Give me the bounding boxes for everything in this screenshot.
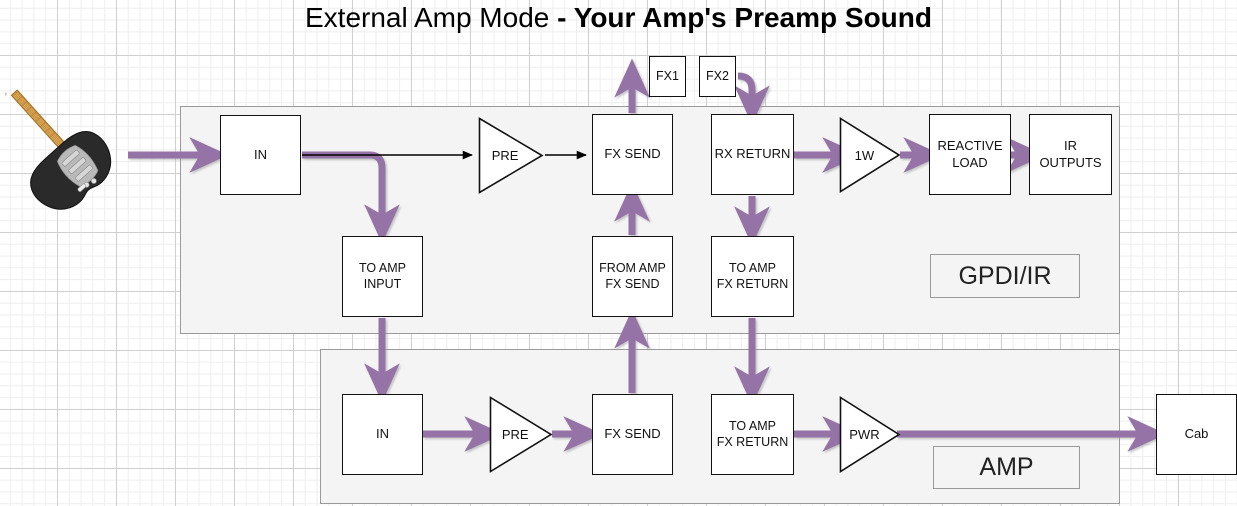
page-title: External Amp Mode - Your Amp's Preamp So…	[0, 2, 1237, 34]
gpdi-in-node[interactable]: IN	[220, 115, 301, 195]
gpdi-pre-label: PRE	[491, 148, 519, 163]
reactive-load-node[interactable]: REACTIVE LOAD	[929, 114, 1011, 195]
cab-node[interactable]: Cab	[1156, 394, 1237, 475]
gpdi-pre-amp-triangle[interactable]: PRE	[478, 117, 544, 194]
amp-pre-label: PRE	[501, 427, 529, 442]
gpdi-to-amp-fx-return-node[interactable]: TO AMP FX RETURN	[711, 236, 794, 317]
fx2-node[interactable]: FX2	[699, 56, 736, 97]
gpdi-ir-panel-label: GPDI/IR	[930, 254, 1080, 298]
amp-in-node[interactable]: IN	[342, 394, 423, 475]
title-normal: External Amp Mode	[305, 2, 550, 33]
amp-panel-label: AMP	[933, 446, 1080, 489]
amp-to-amp-fx-return-label-line2: FX RETURN	[716, 434, 789, 449]
gpdi-1w-label: 1W	[854, 147, 875, 163]
to-amp-input-node[interactable]: TO AMP INPUT	[342, 236, 423, 317]
gpdi-1w-amp-triangle[interactable]: 1W	[839, 117, 901, 193]
electric-guitar-icon	[5, 88, 112, 210]
ir-outputs-node[interactable]: IR OUTPUTS	[1029, 114, 1112, 195]
amp-pre-triangle[interactable]: PRE	[489, 396, 553, 473]
amp-fx-send-node[interactable]: FX SEND	[592, 394, 673, 475]
reactive-load-label-line1: REACTIVE	[937, 138, 1003, 154]
fx1-node[interactable]: FX1	[649, 56, 686, 97]
from-amp-fx-send-node[interactable]: FROM AMP FX SEND	[592, 236, 673, 317]
reactive-load-label-line2: LOAD	[952, 154, 988, 170]
gpdi-fx-send-node[interactable]: FX SEND	[592, 114, 673, 195]
gpdi-to-amp-fx-return-label-line1: TO AMP	[728, 260, 776, 275]
amp-to-amp-fx-return-node[interactable]: TO AMP FX RETURN	[711, 394, 794, 475]
to-amp-input-label-line2: INPUT	[363, 276, 402, 291]
ir-outputs-label-line2: OUTPUTS	[1039, 154, 1102, 170]
ir-outputs-label-line1: IR	[1064, 138, 1077, 154]
from-amp-fx-send-label-line1: FROM AMP	[599, 260, 666, 275]
to-amp-input-label-line1: TO AMP	[358, 260, 406, 275]
title-bold: - Your Amp's Preamp Sound	[549, 2, 932, 33]
from-amp-fx-send-label-line2: FX SEND	[605, 276, 660, 291]
amp-pwr-label: PWR	[849, 427, 880, 442]
amp-pwr-triangle[interactable]: PWR	[839, 396, 901, 473]
amp-to-amp-fx-return-label-line1: TO AMP	[728, 418, 776, 433]
gpdi-rx-return-node[interactable]: RX RETURN	[711, 114, 794, 195]
gpdi-to-amp-fx-return-label-line2: FX RETURN	[716, 276, 789, 291]
